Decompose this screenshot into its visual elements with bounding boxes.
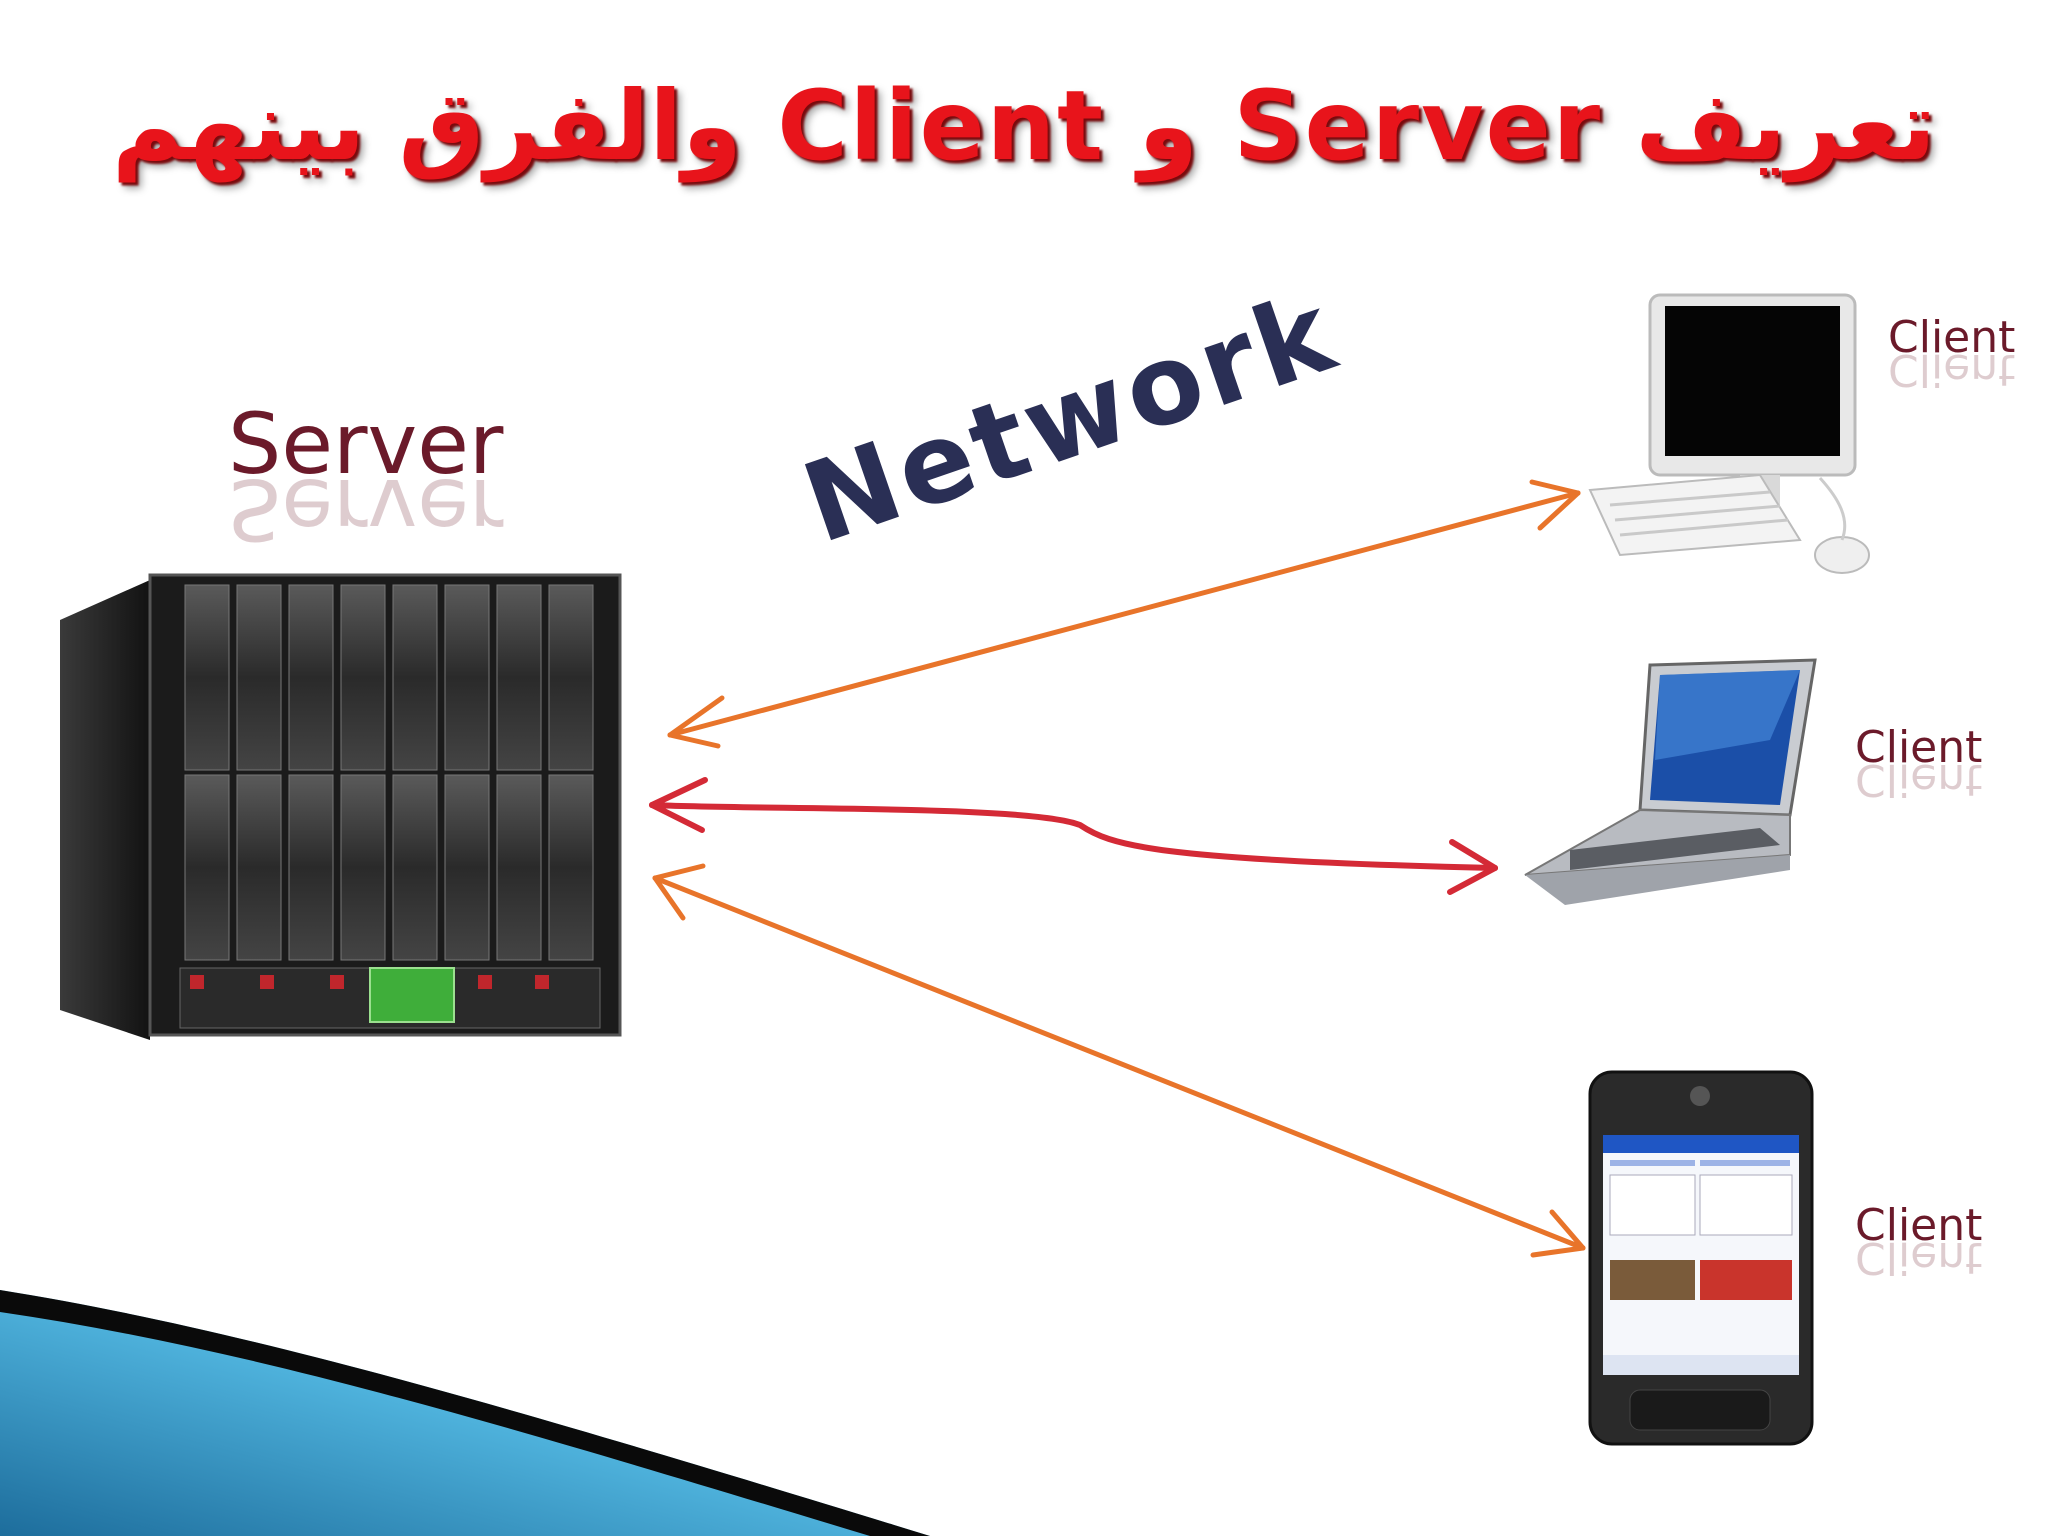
- arrow-server-laptop: [649, 777, 1498, 895]
- arrow-server-pda: [652, 863, 1586, 1258]
- client-label-pda: Client: [1855, 1200, 1983, 1251]
- server-label: Server: [228, 395, 504, 493]
- arrow-server-desktop: [667, 479, 1581, 749]
- client-label-laptop: Client: [1855, 722, 1983, 773]
- page-title: تعريف Server و Client والفرق بينهم: [112, 70, 1936, 182]
- client-label-desktop: Client: [1888, 312, 2016, 363]
